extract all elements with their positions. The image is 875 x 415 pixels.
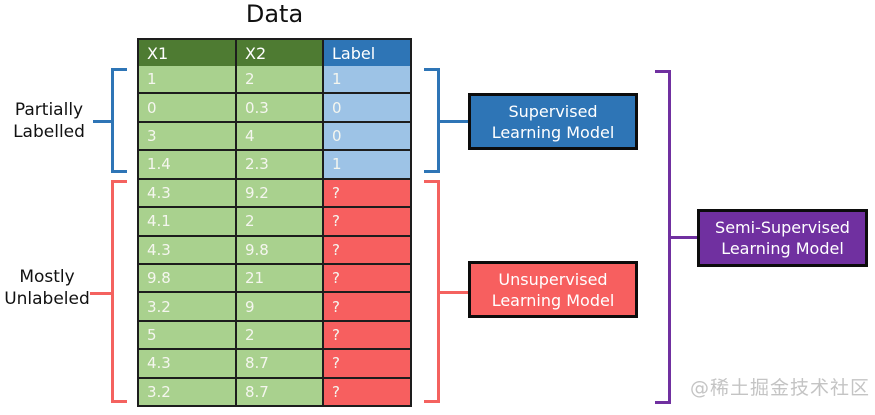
cell-label: 1 xyxy=(322,66,410,93)
cell-x1: 4.3 xyxy=(139,236,235,263)
semi-supervised-model-line1: Semi-Supervised xyxy=(715,218,850,237)
mostly-unlabeled-line1: Mostly xyxy=(19,267,75,287)
supervised-model-box: Supervised Learning Model xyxy=(468,93,638,150)
cell-x2: 2.3 xyxy=(235,151,322,178)
column-header-x2: X2 xyxy=(235,40,322,66)
supervised-connector xyxy=(440,120,468,123)
watermark-text: @稀土掘金技术社区 xyxy=(690,377,871,399)
semi-supervised-model-line2: Learning Model xyxy=(721,239,844,258)
cell-x1: 4.3 xyxy=(139,179,235,207)
supervised-bracket xyxy=(424,68,440,173)
partially-labelled-line1: Partially xyxy=(14,100,84,120)
cell-x2: 2 xyxy=(235,66,322,93)
cell-x1: 1 xyxy=(139,66,235,93)
cell-label: 1 xyxy=(322,151,410,178)
unsupervised-model-line2: Learning Model xyxy=(491,290,615,310)
semi-supervised-model-box: Semi-Supervised Learning Model xyxy=(697,209,868,267)
cell-x2: 8.7 xyxy=(235,350,322,377)
cell-label: ? xyxy=(322,350,410,377)
cell-x2: 9.2 xyxy=(235,179,322,207)
partially-labelled-bracket xyxy=(111,68,127,173)
cell-label: ? xyxy=(322,264,410,292)
semi-supervised-connector xyxy=(671,236,698,239)
cell-label: ? xyxy=(322,321,410,349)
cell-x1: 0 xyxy=(139,94,235,121)
cell-x2: 4 xyxy=(235,122,322,150)
cell-x1: 5 xyxy=(139,321,235,349)
cell-label: ? xyxy=(322,208,410,235)
supervised-model-line1: Supervised xyxy=(508,101,598,121)
cell-x2: 9.8 xyxy=(235,236,322,263)
cell-x1: 4.1 xyxy=(139,208,235,235)
cell-label: 0 xyxy=(322,94,410,121)
cell-x2: 21 xyxy=(235,264,322,292)
cell-x1: 3 xyxy=(139,122,235,150)
cell-x1: 3.2 xyxy=(139,293,235,320)
cell-label: ? xyxy=(322,236,410,263)
partially-labelled-line2: Labelled xyxy=(13,122,85,142)
cell-x2: 2 xyxy=(235,208,322,235)
semi-supervised-bracket xyxy=(655,70,671,404)
mostly-unlabeled-bracket xyxy=(111,180,127,403)
cell-x2: 2 xyxy=(235,321,322,349)
supervised-model-line2: Learning Model xyxy=(491,122,615,142)
unsupervised-bracket xyxy=(424,180,440,403)
partially-labelled-label: Partially Labelled xyxy=(0,99,98,143)
mostly-unlabeled-connector xyxy=(90,292,111,295)
partially-labelled-connector xyxy=(93,120,111,123)
cell-x2: 9 xyxy=(235,293,322,320)
cell-x1: 1.4 xyxy=(139,151,235,178)
cell-x2: 0.3 xyxy=(235,94,322,121)
cell-x2: 8.7 xyxy=(235,378,322,406)
cell-label: ? xyxy=(322,293,410,320)
cell-x1: 3.2 xyxy=(139,378,235,406)
diagram-title: Data xyxy=(245,0,304,28)
unsupervised-model-line1: Unsupervised xyxy=(498,269,608,289)
table-header-row: X1 X2 Label xyxy=(139,40,410,66)
column-header-label: Label xyxy=(322,40,410,66)
cell-label: ? xyxy=(322,179,410,207)
cell-label: ? xyxy=(322,378,410,406)
mostly-unlabeled-line2: Unlabeled xyxy=(4,289,90,309)
column-header-x1: X1 xyxy=(139,40,235,66)
cell-x1: 9.8 xyxy=(139,264,235,292)
cell-x1: 4.3 xyxy=(139,350,235,377)
unsupervised-connector xyxy=(440,291,468,294)
unsupervised-model-box: Unsupervised Learning Model xyxy=(468,261,638,318)
mostly-unlabeled-label: Mostly Unlabeled xyxy=(0,266,94,310)
cell-label: 0 xyxy=(322,122,410,150)
